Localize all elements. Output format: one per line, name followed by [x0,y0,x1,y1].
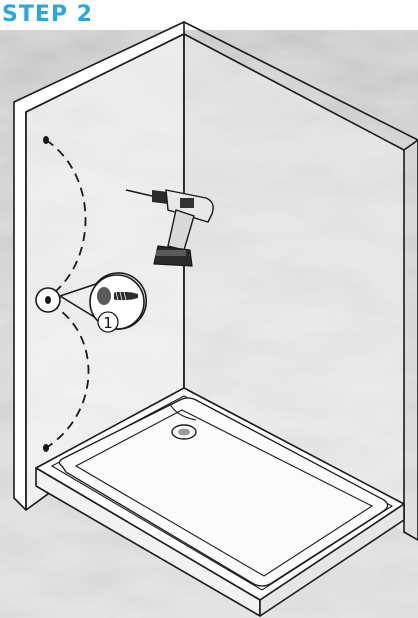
drill-hole-middle [45,296,51,304]
step-title: STEP 2 [2,2,93,28]
drill-hole-top [43,136,49,144]
hole-icon [97,287,111,305]
drill-hole-bottom [43,444,49,452]
callout-number: 1 [103,314,113,332]
wall-anchor-icon [114,292,138,300]
